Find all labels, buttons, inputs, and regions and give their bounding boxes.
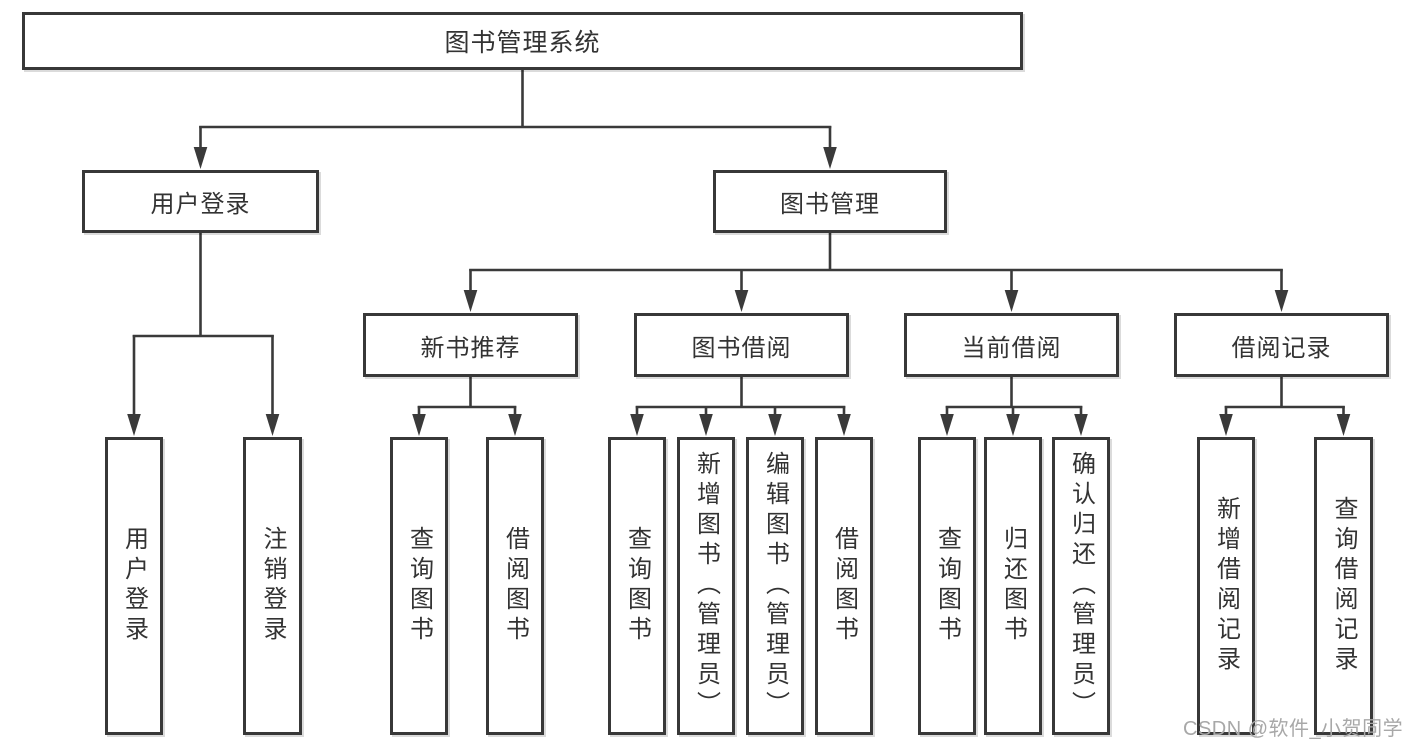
leaf-borrow-books: 借阅图书 [815, 437, 873, 735]
leaf-edit-books-admin: 编辑图书（管理员） [746, 437, 804, 735]
leaf-return-books-label: 归还图书 [999, 526, 1027, 646]
node-root-label: 图书管理系统 [444, 29, 601, 57]
node-current-borrow: 当前借阅 [904, 313, 1119, 377]
leaf-query-books-recommend: 查询图书 [390, 437, 448, 735]
node-new-book-recommend-label: 新书推荐 [420, 334, 521, 362]
leaf-logout: 注销登录 [243, 437, 302, 735]
node-book-borrow-label: 图书借阅 [691, 334, 792, 362]
leaf-confirm-return-admin-label: 确认归还（管理员） [1067, 451, 1095, 721]
node-book-management-label: 图书管理 [780, 191, 880, 218]
leaf-add-books-admin-label: 新增图书（管理员） [692, 451, 720, 721]
node-book-management: 图书管理 [713, 170, 947, 233]
node-user-login: 用户登录 [82, 170, 319, 233]
node-new-book-recommend: 新书推荐 [363, 313, 578, 377]
leaf-add-books-admin: 新增图书（管理员） [677, 437, 735, 735]
leaf-add-borrow-record: 新增借阅记录 [1197, 437, 1255, 735]
leaf-query-books-borrow: 查询图书 [608, 437, 666, 735]
leaf-query-borrow-record-label: 查询借阅记录 [1330, 496, 1357, 676]
node-book-borrow: 图书借阅 [634, 313, 849, 377]
leaf-add-borrow-record-label: 新增借阅记录 [1212, 496, 1240, 676]
node-user-login-label: 用户登录 [150, 191, 251, 218]
node-borrow-records-label: 借阅记录 [1231, 334, 1332, 362]
leaf-user-login-label: 用户登录 [120, 526, 148, 646]
node-borrow-records: 借阅记录 [1174, 313, 1389, 377]
leaf-confirm-return-admin: 确认归还（管理员） [1052, 437, 1110, 735]
leaf-user-login: 用户登录 [105, 437, 163, 735]
leaf-logout-label: 注销登录 [259, 526, 286, 646]
leaf-query-books-recommend-label: 查询图书 [405, 526, 433, 646]
leaf-return-books: 归还图书 [984, 437, 1042, 735]
leaf-edit-books-admin-label: 编辑图书（管理员） [761, 451, 789, 721]
node-current-borrow-label: 当前借阅 [961, 334, 1062, 362]
leaf-query-books-current: 查询图书 [918, 437, 976, 735]
leaf-query-books-current-label: 查询图书 [933, 526, 961, 646]
node-root: 图书管理系统 [22, 12, 1023, 70]
watermark: CSDN @软件_小贺同学 [1183, 718, 1404, 740]
leaf-borrow-books-recommend-label: 借阅图书 [501, 526, 529, 646]
leaf-query-borrow-record: 查询借阅记录 [1314, 437, 1373, 735]
leaf-borrow-books-recommend: 借阅图书 [486, 437, 544, 735]
leaf-query-books-borrow-label: 查询图书 [623, 526, 651, 646]
leaf-borrow-books-label: 借阅图书 [830, 526, 858, 646]
